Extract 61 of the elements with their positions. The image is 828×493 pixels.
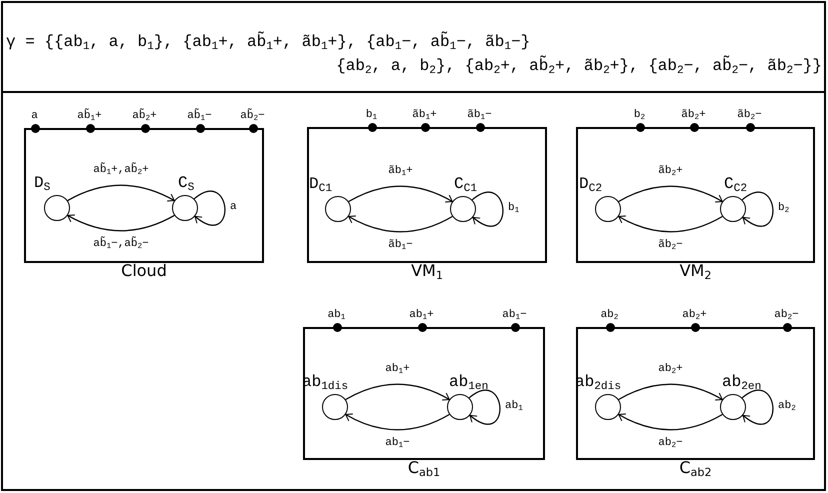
port-label: ab$_{2}$ [600,308,618,322]
state-label: C$_{C2}$ [724,175,748,193]
transition-arrow [345,384,450,401]
port-label: ãb$_{2}$+ [681,108,706,122]
state-label: ab$_{2en}$ [722,373,762,391]
edge-label: ab$_{2}$ [777,400,797,413]
transition-arrow [618,186,723,203]
port-label: ab̃$_{1}$− [187,110,212,122]
port-label: ãb$_{1}$− [467,108,492,122]
port-label: ab$_{2}$− [774,308,799,322]
state-label: D$_{C2}$ [579,175,602,193]
port-label: ãb$_{1}$+ [412,108,437,122]
component-name: C$_{ab1}$ [406,459,442,477]
state-label: D$_{C1}$ [309,175,332,193]
edge-label: ab̃$_{1}$+,ab̃$_{2}$+ [92,164,150,177]
port-label: ab̃$_{1}$+ [77,110,102,122]
transition-arrow [618,384,723,401]
state-label: ab$_{1en}$ [449,373,488,391]
port-label: b$_{1}$ [366,108,378,122]
state-label: C$_{C1}$ [454,175,478,193]
edge-label: ab$_{2}$− [657,437,684,450]
port-label: b$_{2}$ [634,108,646,122]
transition-arrow [348,215,453,232]
transition-arrow [618,413,723,430]
port-label: ãb$_{2}$− [737,108,762,122]
transition-arrow [618,215,723,232]
port-label: ab$_{1}$+ [409,308,434,322]
state-label: D$_{S}$ [34,174,50,192]
component-name: VM$_{2}$ [678,262,712,280]
edge-label: b$_{2}$ [777,202,790,215]
component-name: VM$_{1}$ [410,262,444,280]
port-label: ab$_{1}$− [502,308,527,322]
transition-arrow [468,390,500,425]
transition-arrow [742,192,774,227]
transition-arrow [742,390,774,425]
formula-text: {ab$_{2}$, a, b$_{2}$}, {ab$_{2}$+, ab̃$_{2}$+, ãb$_{2}$+}, {ab$_{2}$−, ab̃$_{2}$−, ãb$_{2}$−}} [336,56,822,76]
transition-arrow [67,214,175,232]
edge-label: ab$_{1}$− [384,437,411,450]
edge-label: ãb$_{2}$− [657,239,684,252]
component-name: Cloud [120,262,168,280]
formula-text: γ = {{ab$_{1}$, a, b$_{1}$}, {ab$_{1}$+, ab̃$_{1}$+, ãb$_{1}$+}, {ab$_{1}$−, ab̃$_{1}$−, ãb$_{1}$−} [6,32,530,52]
component-name: C$_{ab2}$ [678,459,713,477]
edge-label: ãb$_{2}$+ [657,165,684,178]
edge-label: ab$_{2}$+ [657,363,684,376]
edge-label: ab$_{1}$ [504,400,524,413]
edge-label: ãb$_{1}$+ [387,165,414,178]
edge-label: ab̃$_{1}$−,ab̃$_{2}$− [92,238,150,251]
transition-arrow [345,413,450,430]
transition-arrow [472,192,504,227]
port-label: ab̃$_{2}$+ [132,110,157,122]
port-label: ab̃$_{2}$− [240,110,265,122]
edge-label: ãb$_{1}$− [387,239,414,252]
transition-arrow [67,184,175,202]
port-label: a [31,110,38,122]
transition-arrow [348,186,453,203]
edge-label: ab$_{1}$+ [384,363,411,376]
port-label: ab$_{2}$+ [682,308,707,322]
edge-label: b$_{1}$ [507,202,520,215]
port-label: ab$_{1}$ [328,308,346,322]
transition-arrow [194,190,226,226]
state-label: C$_{S}$ [178,174,194,192]
